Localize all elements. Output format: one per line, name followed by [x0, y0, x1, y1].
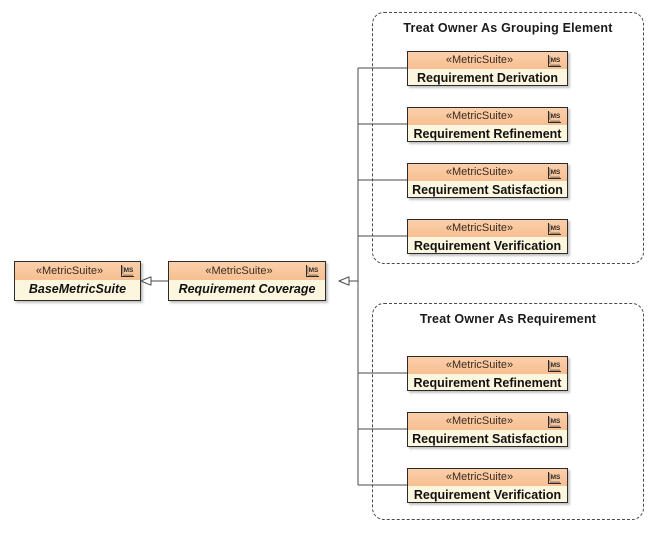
- stereotype-label: «MetricSuite»: [445, 110, 514, 122]
- node-header: «MetricSuite» MS: [408, 357, 567, 374]
- stereotype-label: «MetricSuite»: [205, 265, 273, 277]
- node-header: «MetricSuite» MS: [408, 108, 567, 125]
- class-name: Requirement Refinement: [413, 127, 562, 141]
- stereotype-label: «MetricSuite»: [445, 359, 514, 371]
- class-name: Requirement Verification: [413, 239, 562, 253]
- svg-text:MS: MS: [551, 474, 561, 481]
- class-node-requirement-satisfaction-grouping[interactable]: «MetricSuite» MS Requirement Satisfactio…: [407, 163, 568, 198]
- node-name-row: Requirement Refinement: [408, 125, 567, 141]
- class-node-base-metric-suite[interactable]: «MetricSuite» MS BaseMetricSuite: [14, 261, 141, 301]
- class-name: Requirement Coverage: [178, 282, 316, 296]
- metricsuite-ruler-icon: MS: [306, 265, 319, 277]
- node-name-row: Requirement Refinement: [408, 374, 567, 390]
- node-name-row: BaseMetricSuite: [15, 280, 140, 299]
- class-node-requirement-coverage[interactable]: «MetricSuite» MS Requirement Coverage: [168, 261, 326, 301]
- node-header: «MetricSuite» MS: [408, 413, 567, 430]
- class-name: Requirement Satisfaction: [412, 183, 563, 197]
- stereotype-label: «MetricSuite»: [445, 415, 514, 427]
- node-name-row: Requirement Satisfaction: [408, 181, 567, 197]
- svg-text:MS: MS: [551, 225, 561, 232]
- node-header: «MetricSuite» MS: [408, 52, 567, 69]
- metricsuite-ruler-icon: MS: [548, 223, 561, 235]
- class-node-requirement-derivation[interactable]: «MetricSuite» MS Requirement Derivation: [407, 51, 568, 86]
- svg-text:MS: MS: [309, 267, 319, 274]
- class-name: BaseMetricSuite: [28, 282, 127, 296]
- node-header: «MetricSuite» MS: [408, 220, 567, 237]
- stereotype-label: «MetricSuite»: [445, 222, 514, 234]
- group-frame-label: Treat Owner As Grouping Element: [403, 21, 613, 35]
- group-frame-treat-owner-as-grouping-element[interactable]: Treat Owner As Grouping Element: [372, 12, 644, 264]
- node-name-row: Requirement Verification: [408, 237, 567, 253]
- stereotype-label: «MetricSuite»: [445, 471, 514, 483]
- class-node-requirement-satisfaction-requirement[interactable]: «MetricSuite» MS Requirement Satisfactio…: [407, 412, 568, 447]
- stereotype-label: «MetricSuite»: [445, 166, 514, 178]
- node-name-row: Requirement Satisfaction: [408, 430, 567, 446]
- node-header: «MetricSuite» MS: [169, 262, 325, 280]
- class-node-requirement-verification-requirement[interactable]: «MetricSuite» MS Requirement Verificatio…: [407, 468, 568, 503]
- class-name: Requirement Refinement: [413, 376, 562, 390]
- metricsuite-ruler-icon: MS: [548, 55, 561, 67]
- group-frame-treat-owner-as-requirement[interactable]: Treat Owner As Requirement: [372, 303, 644, 520]
- metricsuite-ruler-icon: MS: [548, 167, 561, 179]
- node-name-row: Requirement Coverage: [169, 280, 325, 299]
- metricsuite-ruler-icon: MS: [548, 360, 561, 372]
- svg-text:MS: MS: [551, 362, 561, 369]
- node-name-row: Requirement Verification: [408, 486, 567, 502]
- metricsuite-ruler-icon: MS: [548, 111, 561, 123]
- svg-text:MS: MS: [551, 57, 561, 64]
- svg-text:MS: MS: [551, 169, 561, 176]
- class-node-requirement-refinement-grouping[interactable]: «MetricSuite» MS Requirement Refinement: [407, 107, 568, 142]
- node-header: «MetricSuite» MS: [15, 262, 140, 280]
- class-node-requirement-verification-grouping[interactable]: «MetricSuite» MS Requirement Verificatio…: [407, 219, 568, 254]
- class-name: Requirement Satisfaction: [412, 432, 563, 446]
- node-name-row: Requirement Derivation: [408, 69, 567, 85]
- svg-text:MS: MS: [551, 113, 561, 120]
- class-name: Requirement Derivation: [416, 71, 558, 85]
- node-header: «MetricSuite» MS: [408, 469, 567, 486]
- stereotype-label: «MetricSuite»: [35, 265, 104, 277]
- group-frame-label: Treat Owner As Requirement: [419, 312, 597, 326]
- metricsuite-ruler-icon: MS: [548, 472, 561, 484]
- stereotype-label: «MetricSuite»: [445, 54, 514, 66]
- class-node-requirement-refinement-requirement[interactable]: «MetricSuite» MS Requirement Refinement: [407, 356, 568, 391]
- svg-text:MS: MS: [124, 267, 134, 274]
- metricsuite-ruler-icon: MS: [121, 265, 134, 277]
- svg-text:MS: MS: [551, 418, 561, 425]
- metricsuite-ruler-icon: MS: [548, 416, 561, 428]
- class-name: Requirement Verification: [413, 488, 562, 502]
- node-header: «MetricSuite» MS: [408, 164, 567, 181]
